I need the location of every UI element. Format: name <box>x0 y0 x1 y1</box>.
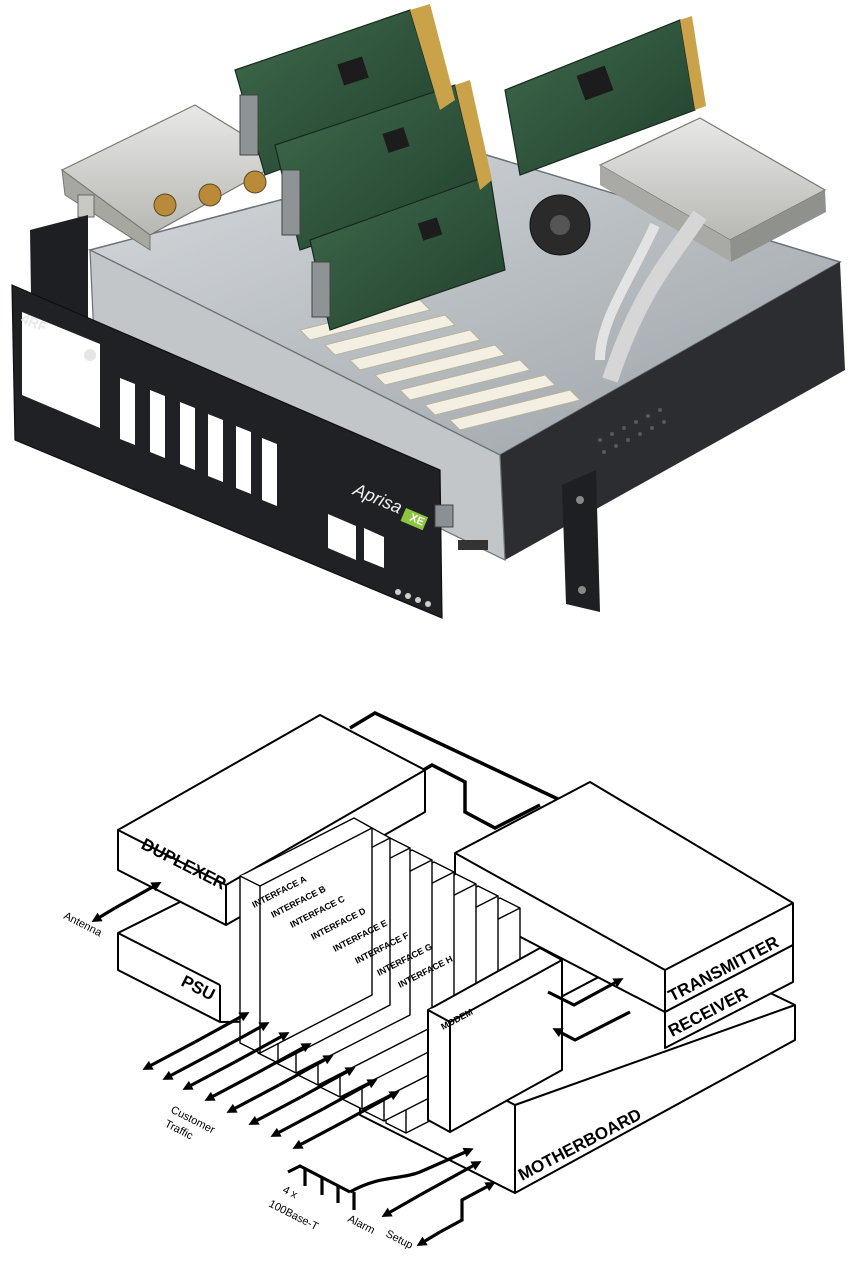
antenna-label: Antenna <box>62 910 105 940</box>
setup-arrow <box>420 1184 492 1244</box>
product-photo: 4RF Aprisa XE <box>0 0 852 640</box>
setup-label: Setup <box>384 1228 415 1252</box>
ethernet-label-2: 100Base-T <box>267 1198 321 1233</box>
ethernet-bus <box>288 1150 470 1210</box>
block-diagram: MOTHERBOARD PSU DUPLEXER TRANSMITTER REC… <box>0 640 852 1261</box>
antenna-arrow <box>95 884 158 920</box>
alarm-label: Alarm <box>346 1213 377 1237</box>
ethernet-label-1: 4 x <box>281 1184 300 1202</box>
alarm-arrow <box>385 1163 478 1215</box>
